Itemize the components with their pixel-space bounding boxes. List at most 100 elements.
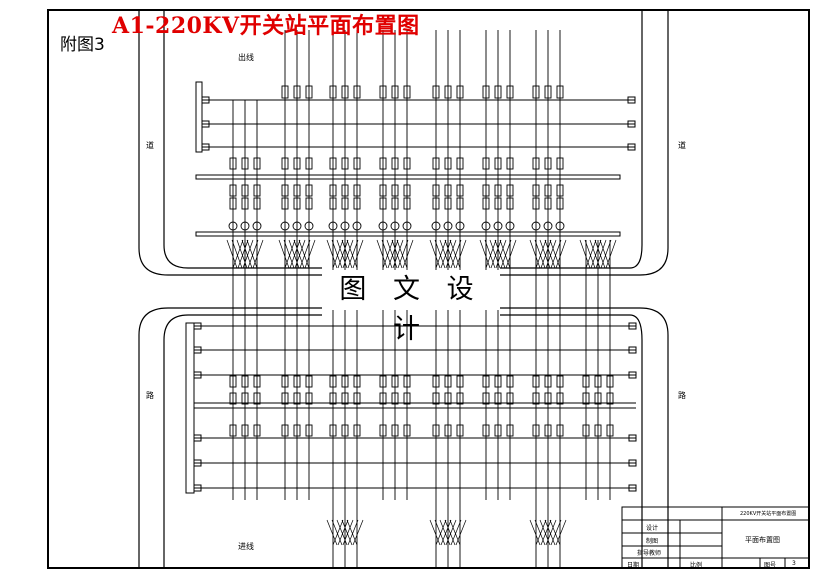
jumper-line [505, 239, 517, 269]
incoming-jumper [326, 519, 338, 546]
line-disconnector [329, 85, 337, 99]
title-block-sheet-no: 图号 [764, 562, 777, 569]
jumper-line [589, 239, 601, 269]
bus-disconnector [379, 375, 387, 388]
circuit-breaker [482, 184, 490, 197]
outgoing-line-label: 出线 [238, 53, 254, 62]
jumper-line [590, 239, 602, 269]
circuit-breaker [556, 197, 564, 210]
current-transformer [444, 157, 452, 170]
bus-disconnector [329, 392, 337, 405]
jumper-line [585, 239, 597, 269]
disconnector-symbol [543, 221, 553, 231]
disconnector-symbol [431, 221, 441, 231]
bus-disconnector [594, 392, 602, 405]
disconnector-symbol [352, 221, 362, 231]
incoming-jumper [544, 519, 556, 546]
bus-disconnector [341, 375, 349, 388]
jumper-line [242, 239, 254, 269]
circuit-breaker [444, 184, 452, 197]
current-transformer [281, 157, 289, 170]
bus-disconnector [281, 375, 289, 388]
jumper-line [545, 239, 557, 269]
disconnector-symbol [390, 221, 400, 231]
jumper-line [494, 239, 506, 269]
jumper-line [534, 239, 546, 269]
sheet-label: 附图3 [60, 35, 105, 55]
circuit-breaker [482, 197, 490, 210]
current-transformer [456, 157, 464, 170]
bus-disconnector [241, 424, 249, 437]
circuit-breaker [281, 197, 289, 210]
bus-disconnector [444, 392, 452, 405]
jumper-line [387, 239, 399, 269]
circuit-breaker [341, 197, 349, 210]
current-transformer [341, 157, 349, 170]
bus-disconnector [582, 375, 590, 388]
incoming-jumper [535, 519, 547, 546]
jumper-line [479, 239, 491, 269]
jumper-line [555, 239, 567, 269]
current-transformer [403, 157, 411, 170]
line-disconnector [281, 85, 289, 99]
incoming-jumper [347, 519, 359, 546]
line-disconnector [482, 85, 490, 99]
current-transformer [379, 157, 387, 170]
jumper-line [499, 239, 511, 269]
jumper-line [495, 239, 507, 269]
jumper-line [341, 239, 353, 269]
bus-disconnector [229, 392, 237, 405]
line-disconnector [494, 85, 502, 99]
incoming-jumper [549, 519, 561, 546]
disconnector-symbol [505, 221, 515, 231]
circuit-breaker [506, 197, 514, 210]
incoming-line-label: 进线 [238, 542, 254, 551]
circuit-breaker [229, 197, 237, 210]
title-block-sheet-value: 3 [792, 560, 796, 567]
incoming-jumper [529, 519, 541, 546]
jumper-line [376, 239, 388, 269]
disconnector-symbol [378, 221, 388, 231]
jumper-line [584, 239, 596, 269]
line-disconnector [341, 85, 349, 99]
current-transformer [556, 157, 564, 170]
bus-disconnector [544, 424, 552, 437]
jumper-line [232, 239, 244, 269]
incoming-jumper [440, 519, 452, 546]
jumper-line [294, 239, 306, 269]
bus-disconnector [403, 375, 411, 388]
incoming-jumper [555, 519, 567, 546]
incoming-jumper [331, 519, 343, 546]
jumper-line [549, 239, 561, 269]
line-disconnector [456, 85, 464, 99]
bus-disconnector [229, 375, 237, 388]
bus-disconnector [594, 424, 602, 437]
line-disconnector [432, 85, 440, 99]
disconnector-symbol [555, 221, 565, 231]
current-transformer [482, 157, 490, 170]
circuit-breaker [329, 197, 337, 210]
circuit-breaker [379, 197, 387, 210]
bus-disconnector [403, 424, 411, 437]
circuit-breaker [391, 184, 399, 197]
bus-disconnector [532, 424, 540, 437]
bus-disconnector [353, 392, 361, 405]
circuit-breaker [305, 184, 313, 197]
circuit-breaker [293, 184, 301, 197]
circuit-breaker [494, 184, 502, 197]
current-transformer [391, 157, 399, 170]
bus-disconnector [329, 375, 337, 388]
top-bus-frame [195, 81, 636, 237]
jumper-line [391, 239, 403, 269]
jumper-line [396, 239, 408, 269]
drawing-title: A1-220KV开关站平面布置图 [112, 13, 420, 39]
jumper-line [332, 239, 344, 269]
jumper-line [331, 239, 343, 269]
bus-disconnector [253, 424, 261, 437]
bus-disconnector [482, 375, 490, 388]
jumper-line [252, 239, 264, 269]
line-disconnector [293, 85, 301, 99]
jumper-line [402, 239, 414, 269]
current-transformer [506, 157, 514, 170]
